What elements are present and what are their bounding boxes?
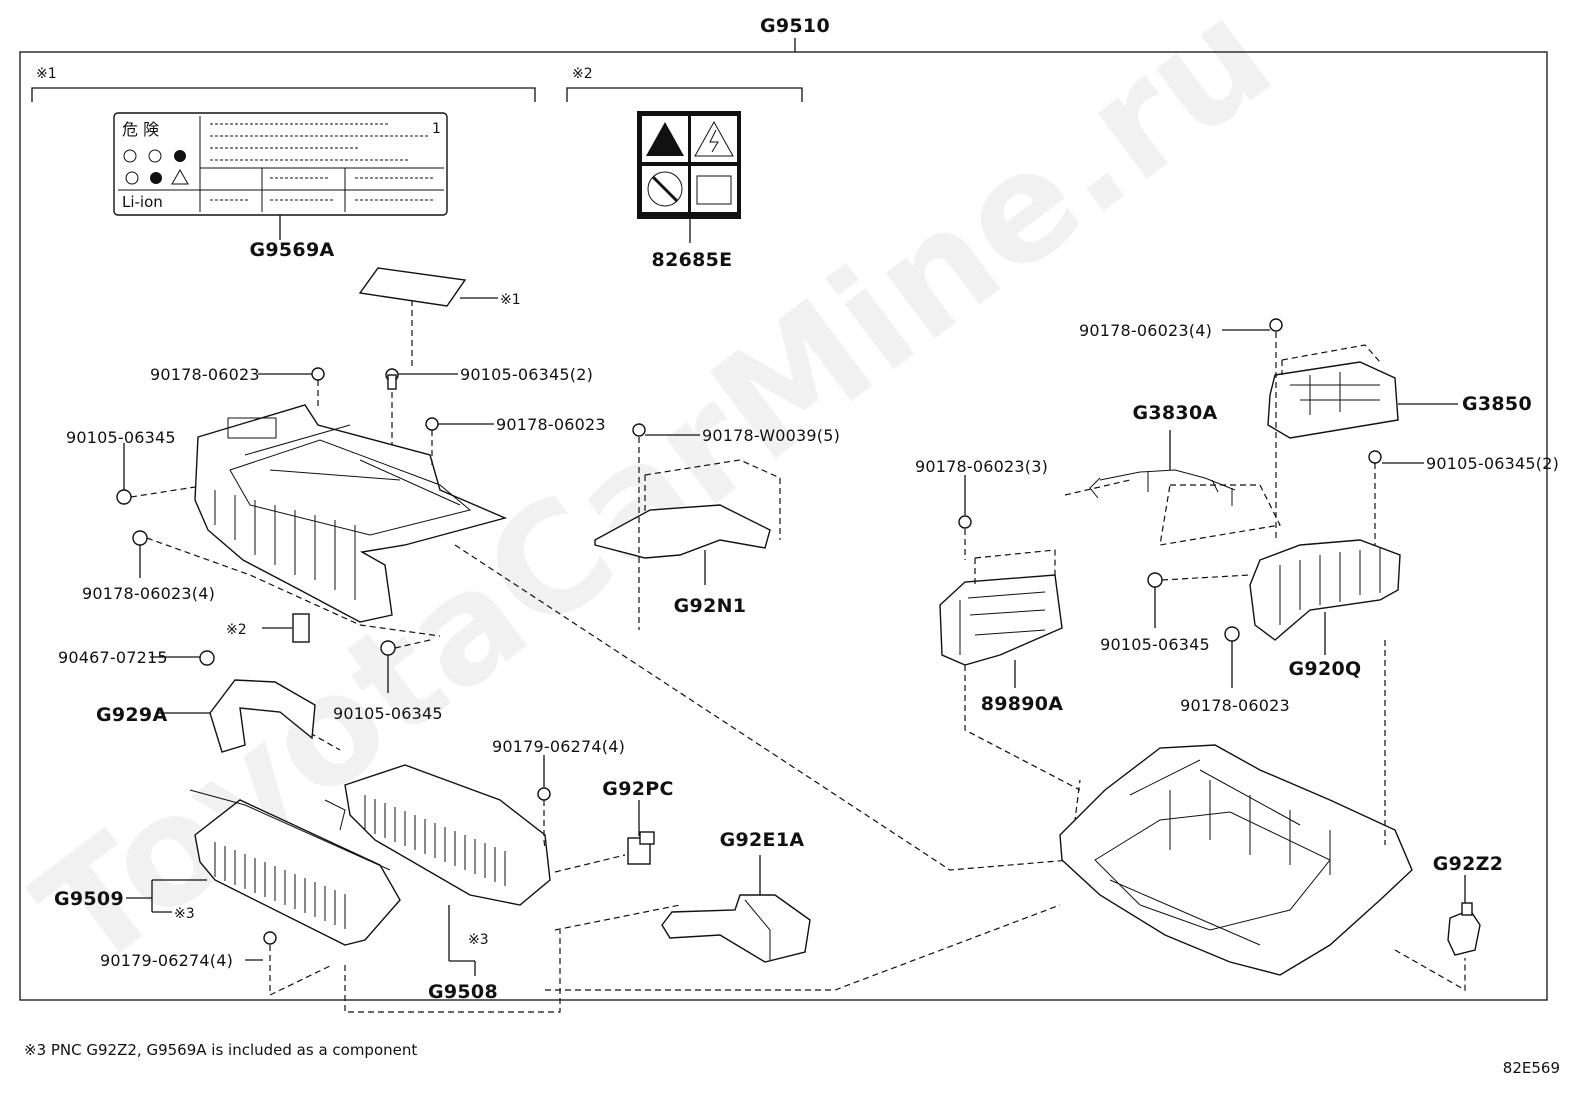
label-connector: G92PC	[602, 778, 673, 800]
label-stack-nut-lower: 90179-06274(4)	[100, 951, 233, 970]
duct-e-part	[661, 894, 811, 963]
label-stack-left: G9509	[54, 888, 124, 910]
label-right-bolt: 90105-06345	[1100, 635, 1210, 654]
pad-part	[292, 613, 310, 643]
group-bracket-1: ※1	[31, 66, 536, 102]
figure-code: 82E569	[1503, 1059, 1560, 1077]
footnote: ※3 PNC G92Z2, G9569A is included as a co…	[24, 1041, 417, 1059]
ecu-bracket-part	[1249, 539, 1401, 641]
label-duct-a: G929A	[96, 704, 167, 726]
upper-cover-part	[194, 404, 508, 623]
label-upper-left-nut: 90178-06023	[150, 365, 260, 384]
lower-tray-part	[1059, 744, 1413, 976]
label-ecu: 89890A	[981, 693, 1064, 715]
fastener-glyphs	[116, 318, 1382, 945]
caution-label-part: 危 険 1 Li-ion	[113, 112, 448, 216]
label-caution-plate: 82685E	[652, 249, 733, 271]
label-right-bolt2: 90105-06345(2)	[1426, 454, 1559, 473]
caution-title: 危 険	[122, 120, 159, 139]
label-sticker-ref: ※1	[500, 292, 521, 308]
label-stack-left-ref: ※3	[174, 906, 195, 922]
connector-part	[627, 831, 655, 865]
group-bracket-2: ※2	[566, 66, 803, 102]
label-left-nuts: 90178-06023(4)	[82, 584, 215, 603]
li-ion-text: Li-ion	[122, 193, 163, 211]
label-center-nut: 90178-W0039(5)	[702, 426, 840, 445]
label-stack-nut-upper: 90179-06274(4)	[492, 737, 625, 756]
svg-text:※1: ※1	[36, 66, 57, 82]
label-left-bolt: 90105-06345	[66, 428, 176, 447]
sticker-part	[358, 267, 467, 307]
assembly-frame	[19, 51, 1548, 1001]
label-right-nut: 90178-06023	[1180, 696, 1290, 715]
label-clamp: G92Z2	[1433, 853, 1504, 875]
ecu-part	[939, 574, 1063, 666]
label-clip: 90467-07215	[58, 648, 168, 667]
assembly-label: G9510	[760, 15, 830, 37]
caution-page-num: 1	[432, 121, 441, 137]
label-upper-bolt: 90105-06345(2)	[460, 365, 593, 384]
label-ecu-bracket: G920Q	[1289, 658, 1362, 680]
duct-a-part	[209, 679, 316, 753]
clamp-part	[1447, 902, 1481, 956]
caution-plate-part	[637, 111, 741, 219]
label-junction-box: G3850	[1462, 393, 1532, 415]
label-duct-e: G92E1A	[720, 829, 805, 851]
label-cover-nut: 90178-06023	[496, 415, 606, 434]
label-right-nut3: 90178-06023(3)	[915, 457, 1048, 476]
label-right-nut4: 90178-06023(4)	[1079, 321, 1212, 340]
stack-left-part	[189, 789, 401, 946]
label-pad-ref: ※2	[226, 622, 247, 638]
label-lower-bolt: 90105-06345	[333, 704, 443, 723]
label-harness: G3830A	[1133, 402, 1218, 424]
label-center-bracket: G92N1	[674, 595, 747, 617]
stack-right-part	[324, 764, 551, 906]
label-stack-right-ref: ※3	[468, 932, 489, 948]
label-stack-right: G9508	[428, 981, 498, 1003]
svg-text:※2: ※2	[572, 66, 593, 82]
label-caution-label: G9569A	[250, 239, 335, 261]
